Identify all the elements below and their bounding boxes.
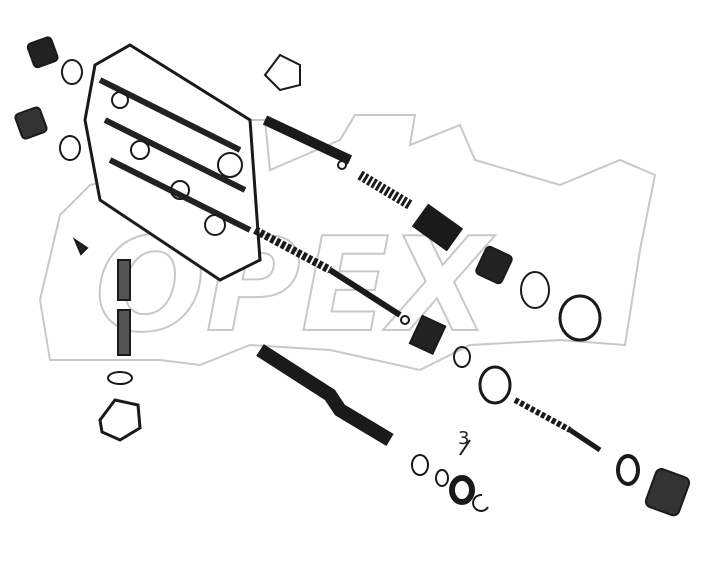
upper-spool	[262, 115, 602, 342]
left-plugs	[14, 36, 301, 442]
valve-body	[83, 43, 262, 282]
parts	[14, 36, 691, 517]
middle-spool	[253, 226, 691, 517]
callout-label-3: 3	[458, 428, 469, 449]
lower-shaft	[256, 344, 489, 512]
